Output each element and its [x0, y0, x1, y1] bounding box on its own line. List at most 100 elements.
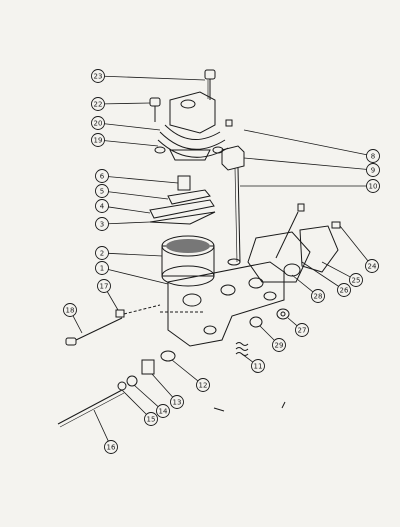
callout-number: 15 — [147, 416, 156, 424]
leader-line-11 — [241, 353, 254, 363]
callout-number: 24 — [368, 263, 377, 271]
callout-circle — [295, 323, 309, 337]
callout-18: 18 — [63, 303, 77, 317]
callout-number: 22 — [94, 101, 103, 109]
part-upper-housing — [154, 91, 229, 161]
part-coil — [161, 235, 215, 287]
callout-circle — [104, 440, 118, 454]
leader-line-3 — [108, 221, 151, 225]
part-bracket-stack — [149, 175, 216, 225]
callout-2: 2 — [95, 246, 109, 260]
callout-circle — [365, 259, 379, 273]
leader-line-25 — [321, 261, 351, 278]
callout-circle — [63, 303, 77, 317]
callout-circle — [337, 283, 351, 297]
callout-10: 10 — [366, 179, 380, 193]
leader-line-6 — [108, 176, 179, 184]
callout-circle — [91, 97, 105, 111]
leader-line-15 — [121, 389, 147, 415]
leader-line-23 — [104, 75, 206, 81]
part-needle-rod — [57, 389, 125, 428]
callout-number: 26 — [340, 287, 349, 295]
callout-circle — [91, 69, 105, 83]
leader-line-17 — [106, 291, 119, 311]
part-block — [221, 119, 245, 171]
leader-line-13 — [151, 373, 173, 398]
part-lower-fittings — [117, 350, 176, 391]
callout-number: 13 — [173, 399, 182, 407]
callout-circle — [95, 246, 109, 260]
callout-circle — [366, 149, 380, 163]
callout-22: 22 — [91, 97, 105, 111]
callout-number: 8 — [371, 153, 375, 161]
callout-circle — [95, 199, 109, 213]
leader-line-19 — [104, 140, 159, 147]
callout-circle — [311, 289, 325, 303]
callout-number: 19 — [94, 137, 103, 145]
part-screw-small — [149, 97, 161, 122]
callout-circle — [91, 116, 105, 130]
callout-17: 17 — [97, 279, 111, 293]
callout-24: 24 — [365, 259, 379, 273]
callout-5: 5 — [95, 184, 109, 198]
callout-19: 19 — [91, 133, 105, 147]
leader-line-27 — [287, 317, 298, 327]
callout-25: 25 — [349, 273, 363, 287]
callout-number: 6 — [100, 173, 105, 181]
leader-line-29 — [259, 325, 275, 341]
leader-line-16 — [93, 409, 109, 442]
callout-number: 23 — [94, 73, 103, 81]
callout-number: 25 — [352, 277, 361, 285]
leader-line-4 — [108, 206, 151, 214]
callout-number: 3 — [100, 221, 104, 229]
callout-circle — [366, 179, 380, 193]
callout-number: 18 — [66, 307, 75, 315]
callout-12: 12 — [196, 378, 210, 392]
callout-15: 15 — [144, 412, 158, 426]
callout-circle — [91, 133, 105, 147]
callout-16: 16 — [104, 440, 118, 454]
callout-13: 13 — [170, 395, 184, 409]
callout-circle — [97, 279, 111, 293]
leader-line-1 — [108, 269, 169, 285]
callout-number: 14 — [159, 408, 168, 416]
callout-number: 17 — [100, 283, 109, 291]
callout-6: 6 — [95, 169, 109, 183]
leader-line-5 — [108, 191, 169, 200]
leader-line-26 — [301, 261, 339, 287]
leader-line-2 — [108, 252, 163, 257]
callout-circle — [170, 395, 184, 409]
callout-number: 28 — [314, 293, 323, 301]
callout-number: 2 — [100, 250, 104, 258]
callout-circle — [196, 378, 210, 392]
callout-circle — [144, 412, 158, 426]
callout-circle — [95, 169, 109, 183]
callout-9: 9 — [366, 163, 380, 177]
callout-26: 26 — [337, 283, 351, 297]
callout-circle — [349, 273, 363, 287]
callout-number: 10 — [369, 183, 378, 191]
callout-number: 29 — [275, 342, 284, 350]
callout-1: 1 — [95, 261, 109, 275]
part-rod — [234, 167, 241, 263]
callout-labels: 2322201989106543211718242526282729111213… — [63, 69, 380, 454]
leader-line-20 — [104, 123, 161, 131]
callout-circle — [95, 261, 109, 275]
part-spring — [235, 342, 249, 356]
leader-line-18 — [72, 315, 83, 334]
leader-line-22 — [104, 102, 151, 105]
callout-8: 8 — [366, 149, 380, 163]
callout-circle — [272, 338, 286, 352]
callout-number: 1 — [100, 265, 104, 273]
callout-number: 27 — [298, 327, 307, 335]
callout-number: 4 — [100, 203, 105, 211]
callout-number: 16 — [107, 444, 116, 452]
callout-circle — [156, 404, 170, 418]
callout-number: 9 — [371, 167, 375, 175]
leader-line-12 — [171, 359, 199, 382]
leader-line-14 — [133, 384, 159, 407]
part-washers-right — [249, 308, 290, 328]
callout-20: 20 — [91, 116, 105, 130]
